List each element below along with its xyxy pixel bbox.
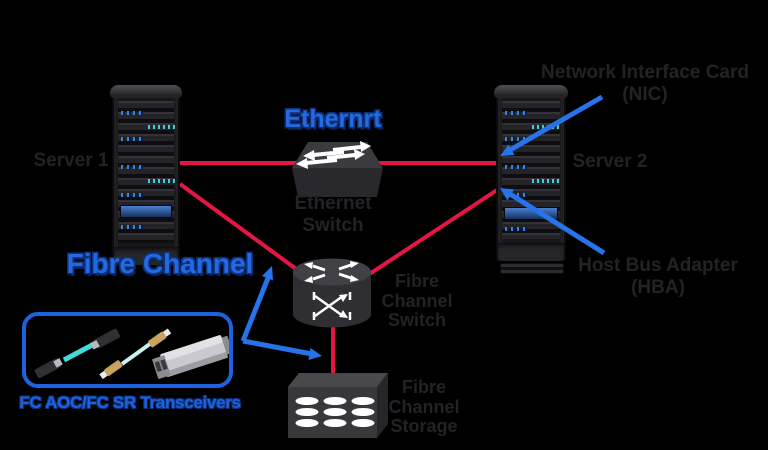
transceiver-to-fcswitch-arrow — [240, 266, 273, 342]
sfp-transceiver-icon — [152, 335, 233, 379]
fc-switch-label-line2: Channel — [381, 290, 453, 311]
database-stack-icons — [295, 397, 375, 427]
fc-storage-label-line1: Fibre — [401, 377, 446, 397]
nic-label-line2: (NIC) — [622, 84, 668, 105]
transceivers-label: FC AOC/FC SR Transceivers — [19, 393, 241, 412]
server2-top-cap — [494, 85, 568, 98]
nic-label-line1: Network Interface Card — [540, 62, 749, 83]
hba-arrow — [500, 188, 606, 256]
ethernet-title: Ethernrt — [284, 105, 382, 133]
ethernet-switch-label-line2: Switch — [302, 215, 364, 236]
fc-fiber-cable-icon — [99, 328, 172, 380]
transceiver-box — [22, 312, 233, 388]
fc-storage-label-line2: Channel — [388, 396, 460, 417]
link-server1-fcswitch — [178, 182, 305, 276]
server2-bottom-unit — [500, 263, 564, 274]
fc-switch-label-line1: Fibre — [394, 271, 439, 291]
ethernet-switch-icon — [292, 141, 383, 197]
fc-storage-label: Fibre Channel Storage — [364, 377, 484, 437]
hba-label: Host Bus Adapter (HBA) — [538, 255, 768, 299]
server2-label: Server 2 — [572, 151, 648, 172]
server1-tower — [110, 85, 182, 265]
fibre-channel-switch-icon — [293, 258, 371, 328]
hba-label-line1: Host Bus Adapter — [578, 255, 738, 276]
nic-label: Network Interface Card (NIC) — [525, 62, 765, 106]
server1-display-panel — [120, 205, 172, 218]
nic-arrow — [500, 94, 604, 156]
crossover-symbol — [312, 292, 352, 320]
fc-switch-label: Fibre Channel Switch — [357, 271, 477, 331]
server1-pedestal — [114, 247, 178, 265]
ethernet-switch-label-line1: Ethernet — [294, 193, 372, 214]
server2-pedestal — [498, 243, 564, 261]
ethernet-switch-label: Ethernet Switch — [253, 193, 413, 237]
fibre-channel-storage-icon — [288, 373, 388, 438]
fibre-channel-title: Fibre Channel — [66, 248, 254, 279]
server1-rack-units — [118, 101, 174, 243]
hba-label-line2: (HBA) — [631, 277, 685, 298]
fc-aoc-cable-icon — [34, 328, 121, 379]
link-fcswitch-server2 — [363, 188, 499, 279]
fc-storage-label-line3: Storage — [390, 416, 458, 436]
server1-top-cap — [110, 85, 182, 98]
transceiver-to-storage-arrow — [242, 338, 322, 360]
fc-switch-label-line3: Switch — [387, 310, 446, 330]
server1-label: Server 1 — [33, 150, 109, 171]
transceiver-kit-image — [34, 328, 233, 380]
